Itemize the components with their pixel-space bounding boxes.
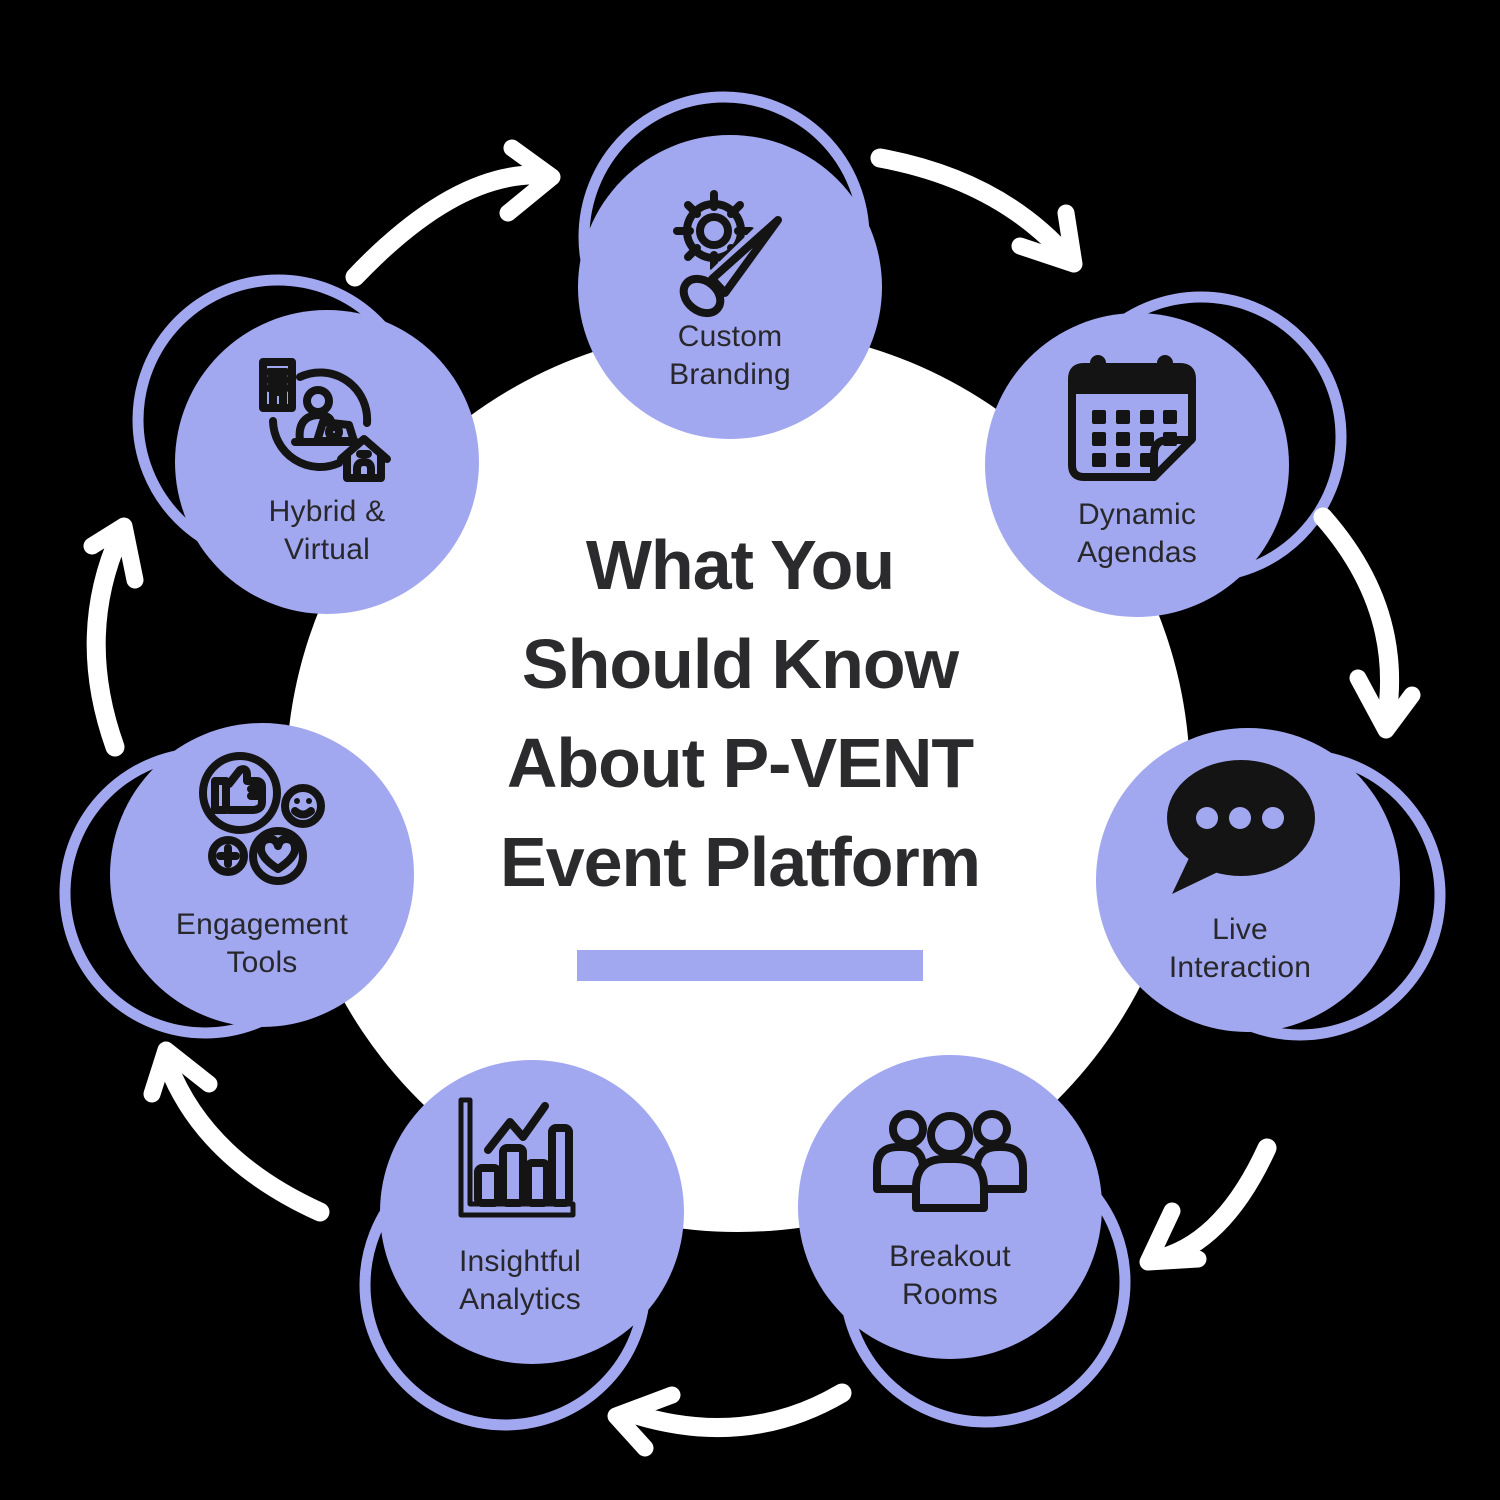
arrow-custom-to-dynamic (870, 148, 1083, 273)
arrow-breakout-to-insightful (607, 1383, 852, 1457)
heart-icon (256, 835, 300, 873)
node-engagement-tools (110, 723, 414, 1027)
office-building-icon (259, 358, 296, 412)
chat-bubble-icon (1167, 760, 1315, 894)
node-custom-branding (578, 135, 882, 439)
person-laptop-icon (291, 386, 360, 446)
label-line: Engagement (175, 908, 349, 941)
title-line: Should Know (521, 625, 959, 703)
arrow-engagement-to-hybrid (83, 517, 144, 757)
house-icon (337, 435, 391, 482)
node-live-interaction (1096, 728, 1400, 1032)
arrow-insightful-to-engagement (143, 1041, 330, 1222)
arrow-hybrid-to-custom (345, 139, 561, 287)
smiley-icon (291, 798, 315, 819)
plus-icon (216, 844, 240, 868)
label-dynamic-agendas: Dynamic Agendas (997, 496, 1277, 572)
hybrid-work-icon (259, 358, 391, 482)
center-circle (286, 328, 1190, 1232)
label-insightful-analytics: Insightful Analytics (380, 1243, 660, 1319)
reactions-icon (199, 752, 325, 885)
arrow-live-to-breakout (1139, 1138, 1277, 1271)
label-line: Hybrid & (268, 495, 386, 528)
page-title: What You Should Know About P-VENT Event … (420, 516, 1060, 912)
bar-chart-trend-icon (458, 1097, 576, 1218)
label-line: Tools (226, 946, 298, 979)
title-line: What You (585, 526, 895, 604)
flow-arrows (83, 139, 1421, 1457)
title-underline-bar (577, 950, 923, 981)
node-hybrid-virtual (175, 310, 479, 614)
label-custom-branding: Custom Branding (590, 318, 870, 394)
label-engagement-tools: Engagement Tools (122, 906, 402, 982)
label-hybrid-virtual: Hybrid & Virtual (187, 493, 467, 569)
label-line: Interaction (1168, 951, 1312, 984)
label-line: Analytics (459, 1283, 581, 1316)
label-line: Agendas (1077, 536, 1197, 569)
label-line: Branding (669, 358, 791, 391)
calendar-icon (1068, 355, 1196, 481)
node-circle (380, 1060, 684, 1364)
gear-paintbrush-icon (673, 190, 787, 318)
label-line: Breakout (889, 1240, 1011, 1273)
label-line: Live (1212, 913, 1268, 946)
label-line: Custom (677, 320, 783, 353)
node-breakout-rooms (798, 1055, 1102, 1359)
node-circle (985, 313, 1289, 617)
arrow-dynamic-to-live (1313, 507, 1421, 739)
label-line: Rooms (901, 1278, 999, 1311)
title-line: Event Platform (500, 823, 981, 901)
group-people-icon (873, 1110, 1027, 1212)
label-breakout-rooms: Breakout Rooms (810, 1238, 1090, 1314)
thumbs-up-icon (211, 765, 266, 814)
label-line: Virtual (284, 533, 370, 566)
node-dynamic-agendas (985, 313, 1289, 617)
label-line: Insightful (458, 1245, 582, 1278)
node-insightful-analytics (380, 1060, 684, 1364)
label-live-interaction: Live Interaction (1100, 911, 1380, 987)
node-circle (175, 310, 479, 614)
cycle-arrows-icon (269, 368, 372, 471)
title-line: About P-VENT (506, 724, 974, 802)
label-line: Dynamic (1077, 498, 1197, 531)
